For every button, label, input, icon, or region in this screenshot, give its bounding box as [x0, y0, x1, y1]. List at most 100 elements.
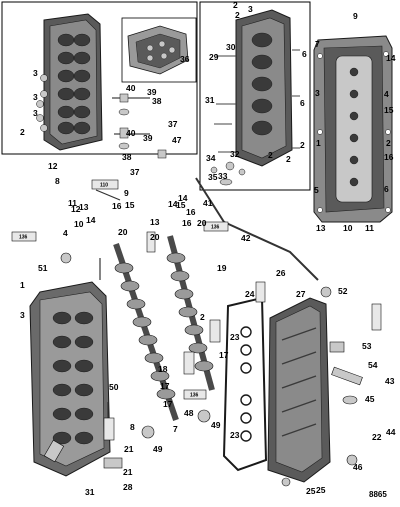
callout-20: 20 [150, 232, 160, 242]
callout-50: 50 [109, 382, 119, 392]
callout-22: 22 [372, 432, 382, 442]
callout-11: 11 [365, 223, 374, 233]
callout-17: 17 [163, 399, 173, 409]
callout-14: 14 [178, 193, 188, 203]
callout-13: 13 [79, 202, 89, 212]
sealant-tube [183, 351, 195, 375]
sealant-tube [103, 417, 115, 441]
callout-27: 27 [296, 289, 306, 299]
callout-16: 16 [186, 207, 196, 217]
valve-cover-gasket [222, 296, 268, 472]
callout-19: 19 [217, 263, 227, 273]
sealant-tube [255, 281, 266, 303]
valve-cover-main [267, 297, 331, 483]
callout-49: 49 [153, 444, 163, 454]
small-parts-left [43, 189, 211, 469]
callout-21: 21 [123, 467, 133, 477]
callout-47: 47 [172, 135, 182, 145]
callout-7: 7 [173, 424, 178, 434]
callout-2: 2 [235, 10, 240, 20]
callout-40: 40 [126, 83, 136, 93]
callout-25: 25 [306, 486, 316, 496]
callout-53: 53 [362, 341, 372, 351]
cylinder-head-inset-middle [210, 9, 300, 186]
callout-2: 2 [268, 150, 273, 160]
callout-39: 39 [147, 87, 157, 97]
callout-3: 3 [20, 310, 25, 320]
callout-13: 13 [316, 223, 326, 233]
callout-33: 33 [218, 171, 228, 181]
callout-8: 8 [55, 176, 60, 186]
oil-tube-assembly [195, 177, 319, 281]
callout-13: 13 [150, 217, 160, 227]
callout-12: 12 [48, 161, 58, 171]
callout-2: 2 [233, 0, 238, 10]
sealant-tube-label: 136 [211, 225, 220, 231]
callout-26: 26 [276, 268, 286, 278]
callout-2: 2 [20, 127, 25, 137]
callout-29: 29 [209, 52, 219, 62]
callout-2: 2 [300, 140, 305, 150]
callout-8: 8 [130, 422, 135, 432]
callout-3: 3 [33, 108, 38, 118]
callout-16: 16 [384, 152, 394, 162]
callout-46: 46 [353, 462, 363, 472]
callout-5: 5 [314, 185, 319, 195]
callout-25: 25 [316, 485, 326, 495]
camshaft-left [113, 243, 179, 421]
callout-3: 3 [33, 68, 38, 78]
cylinder-head-inset-left [36, 13, 103, 151]
inset-frame-detail [121, 17, 197, 83]
sealant-tube: 136 [203, 221, 229, 232]
callout-10: 10 [74, 219, 84, 229]
callout-20: 20 [118, 227, 128, 237]
sealant-tube: 110 [91, 179, 119, 190]
callout-30: 30 [226, 42, 236, 52]
callout-23: 23 [230, 430, 240, 440]
callout-14: 14 [386, 53, 396, 63]
callout-15: 15 [125, 200, 135, 210]
callout-17: 17 [160, 381, 170, 391]
callout-3: 3 [33, 92, 38, 102]
sealant-tube [209, 319, 221, 343]
callout-51: 51 [38, 263, 48, 273]
callout-15: 15 [384, 105, 394, 115]
callout-52: 52 [338, 286, 348, 296]
valve-parts-inset-left [112, 93, 167, 159]
callout-1: 1 [316, 138, 321, 148]
callout-14: 14 [86, 215, 96, 225]
sealant-tube [371, 303, 382, 331]
callout-23: 23 [230, 332, 240, 342]
callout-37: 37 [168, 119, 178, 129]
callout-16: 16 [112, 201, 122, 211]
callout-14: 14 [168, 199, 178, 209]
callout-6: 6 [302, 49, 307, 59]
callout-32: 32 [230, 149, 240, 159]
callout-10: 10 [343, 223, 353, 233]
callout-17: 17 [219, 350, 229, 360]
callout-38: 38 [152, 96, 162, 106]
callout-49: 49 [211, 420, 221, 430]
engine-detail-inset [127, 25, 189, 75]
callout-2: 2 [286, 154, 291, 164]
valve-cover-top [313, 35, 393, 223]
sealant-tube: 136 [11, 231, 37, 242]
sealant-tube-label: 136 [190, 393, 199, 399]
callout-28: 28 [123, 482, 133, 492]
inset-frame-left [1, 1, 198, 155]
callout-43: 43 [385, 376, 395, 386]
callout-21: 21 [124, 444, 134, 454]
callout-35: 35 [208, 172, 218, 182]
callout-1: 1 [20, 280, 25, 290]
callout-9: 9 [124, 188, 129, 198]
callout-20: 20 [197, 218, 207, 228]
callout-15: 15 [176, 200, 186, 210]
callout-45: 45 [365, 394, 375, 404]
callout-37: 37 [130, 167, 140, 177]
sealant-tube: 136 [183, 389, 207, 400]
callout-31: 31 [85, 487, 95, 497]
callout-39: 39 [143, 133, 153, 143]
inset-frame-middle [199, 1, 311, 191]
